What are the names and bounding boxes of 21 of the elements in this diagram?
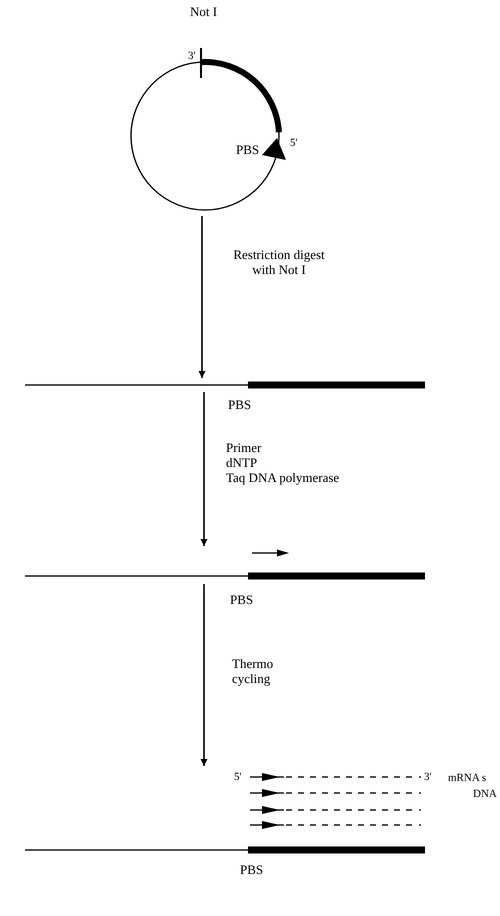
reagent-label: Primer xyxy=(226,440,262,455)
site-label: PBS xyxy=(230,592,254,607)
strand-end-label: 5' xyxy=(234,770,242,785)
step-label: Thermo cycling xyxy=(232,656,274,686)
site-label: PBS xyxy=(240,862,264,877)
product-label: DNA xyxy=(473,787,497,802)
strand-end-label: 3' xyxy=(424,770,432,785)
product-label: mRNA s xyxy=(448,771,486,786)
enzyme-label: Not I xyxy=(190,4,218,19)
dna-strand-drawing xyxy=(25,380,428,390)
arrow xyxy=(198,216,206,378)
step-label: Restriction digest with Not I xyxy=(232,247,326,277)
site-label: PBS xyxy=(236,142,260,157)
strand-end-label: 3' xyxy=(188,49,196,64)
arrow xyxy=(200,584,208,766)
strand-end-label: 5' xyxy=(290,136,298,151)
arrow xyxy=(200,392,208,546)
reagent-label: Taq DNA polymerase xyxy=(226,470,340,485)
reagent-label: dNTP xyxy=(226,455,258,470)
primed-dna-drawing xyxy=(25,548,428,582)
site-label: PBS xyxy=(228,397,252,412)
